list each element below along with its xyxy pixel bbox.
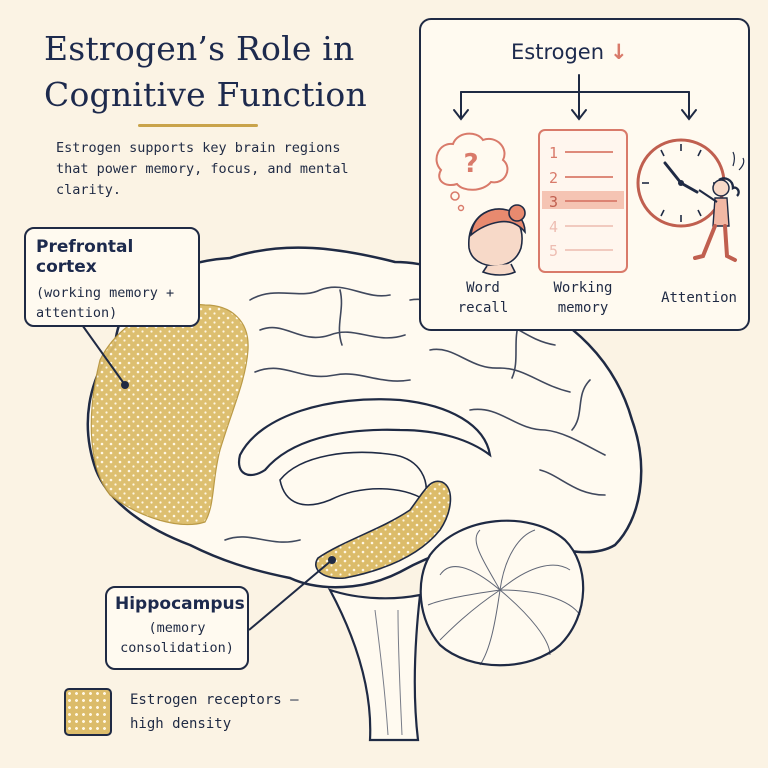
prefrontal-cortex-subtitle: (working memory + attention) (36, 285, 175, 321)
legend-label: Estrogen receptors — high density (130, 692, 299, 732)
cerebellum (419, 519, 585, 667)
question-mark-text: ? (463, 149, 478, 179)
hippocampus-leader-line (248, 559, 333, 631)
prefrontal-cortex-callout: Prefrontal cortex (working memory + atte… (24, 227, 200, 327)
question-thought-bubble-icon: ? (435, 132, 509, 212)
list-number-1: 1 (549, 144, 558, 162)
title-underline (138, 124, 258, 127)
effect-label-word-recall: Word recall (457, 280, 509, 316)
effects-icons: ? 1 2 3 (435, 74, 745, 276)
estrogen-effects-panel: Estrogen↓ ? (419, 18, 750, 331)
list-number-3: 3 (549, 193, 558, 211)
list-number-2: 2 (549, 169, 558, 187)
effect-label-working-memory: Working memory (553, 280, 613, 316)
effects-title: Estrogen↓ (511, 40, 628, 64)
down-arrow-icon: ↓ (610, 40, 628, 64)
corpus-callosum (237, 398, 492, 477)
page-title: Estrogen’s Role in Cognitive Function (44, 29, 367, 114)
hippocampus-title: Hippocampus (115, 594, 245, 614)
effect-label-attention: Attention (661, 290, 737, 306)
woman-head-icon (468, 204, 526, 276)
list-number-5: 5 (549, 242, 558, 260)
prefrontal-cortex-title: Prefrontal cortex (36, 237, 134, 277)
receptor-density-swatch (64, 688, 112, 736)
intro-text: Estrogen supports key brain regions that… (56, 140, 349, 198)
hippocampus-callout: Hippocampus (memory consolidation) (105, 586, 249, 670)
effects-title-text: Estrogen (511, 40, 605, 64)
hippocampus-region (315, 480, 452, 580)
numbered-list-icon: 1 2 3 4 5 (538, 129, 628, 273)
prefrontal-region (90, 303, 249, 526)
list-number-4: 4 (549, 218, 558, 236)
branch-arrows-icon (453, 74, 697, 121)
prefrontal-leader-line (79, 321, 126, 386)
brainstem (327, 588, 422, 742)
hippocampus-subtitle: (memory consolidation) (120, 620, 234, 656)
clock-pulled-by-person-icon (636, 138, 745, 262)
